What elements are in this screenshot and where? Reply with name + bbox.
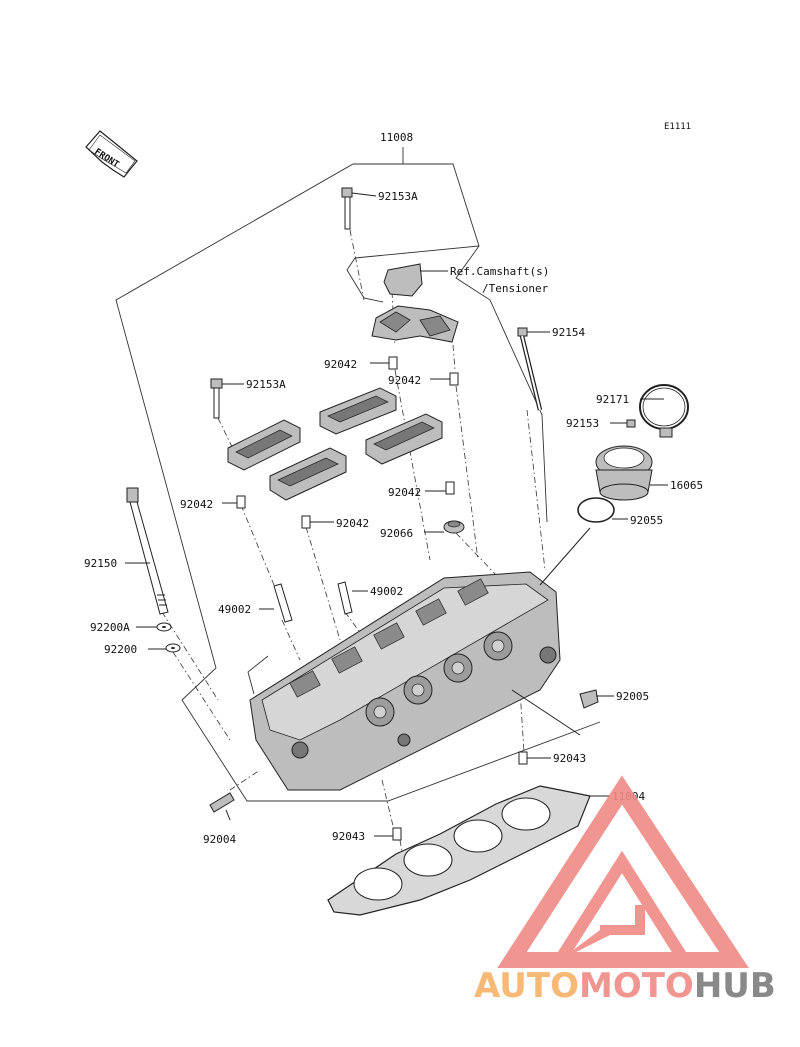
sensor-92005 — [579, 689, 599, 709]
label-92042-b: 92042 — [388, 374, 421, 387]
bolt-92153a-left — [210, 378, 223, 419]
valve-guides — [273, 581, 353, 623]
label-49002-b: 49002 — [218, 603, 251, 616]
diagram-code: E1111 — [664, 122, 691, 132]
label-11008: 11008 — [380, 131, 413, 144]
head-gasket-11004 — [327, 785, 591, 916]
ref-note-line2: /Tensioner — [482, 282, 549, 295]
bolt-92004 — [209, 792, 235, 813]
label-92200: 92200 — [104, 643, 137, 656]
label-92043-b: 92043 — [332, 830, 365, 843]
label-92150: 92150 — [84, 557, 117, 570]
assembly-frame — [115, 147, 601, 802]
label-92153a-top: 92153A — [378, 190, 418, 203]
label-92153: 92153 — [566, 417, 599, 430]
label-16065: 16065 — [670, 479, 703, 492]
svg-text:AUTOMOTOHUB: AUTOMOTOHUB — [474, 966, 776, 1006]
holder-16065 — [595, 445, 653, 501]
label-92066: 92066 — [380, 527, 413, 540]
label-92055: 92055 — [630, 514, 663, 527]
washers — [156, 622, 181, 653]
cylinder-head — [249, 571, 561, 791]
label-92154: 92154 — [552, 326, 585, 339]
watermark-auto: AUTO — [474, 966, 579, 1006]
label-92171: 92171 — [596, 393, 629, 406]
camshaft-tensioner-bracket — [371, 263, 459, 343]
automotohub-watermark: AUTOMOTOHUB — [474, 775, 776, 1006]
watermark-moto: MOTO — [579, 966, 694, 1006]
label-92005: 92005 — [616, 690, 649, 703]
label-49002-a: 49002 — [370, 585, 403, 598]
label-92004: 92004 — [203, 833, 236, 846]
part-labels: 11008 92153A Ref.Camshaft(s) /Tensioner … — [84, 131, 703, 846]
label-92042-d: 92042 — [180, 498, 213, 511]
front-arrow-icon: FRONT — [85, 130, 138, 178]
leader-lines — [125, 192, 668, 837]
label-92153a-left: 92153A — [246, 378, 286, 391]
camshaft-caps — [227, 387, 443, 501]
plug-92066 — [443, 520, 465, 534]
label-92043-a: 92043 — [553, 752, 586, 765]
bolt-92154 — [517, 327, 543, 411]
stud-92150 — [126, 487, 169, 615]
label-92042-e: 92042 — [336, 517, 369, 530]
o-ring-92055 — [577, 497, 615, 523]
label-92042-a: 92042 — [324, 358, 357, 371]
clamp-92171 — [639, 384, 689, 438]
label-92200a: 92200A — [90, 621, 130, 634]
label-92042-c: 92042 — [388, 486, 421, 499]
bolt-92153a-top — [341, 187, 353, 230]
ref-note-line1: Ref.Camshaft(s) — [450, 265, 549, 278]
watermark-hub: HUB — [694, 966, 776, 1006]
screw-92153 — [626, 419, 636, 428]
